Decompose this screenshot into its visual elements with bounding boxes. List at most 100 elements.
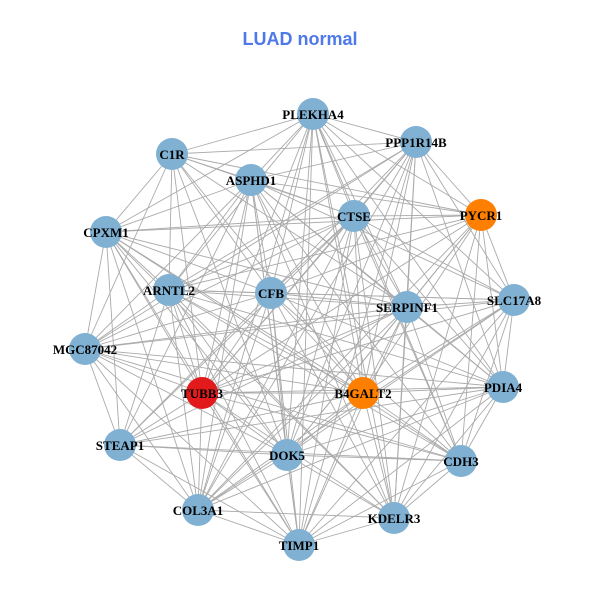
node-circle[interactable] xyxy=(283,529,315,561)
edge-ARNTL2-B4GALT2 xyxy=(168,289,364,394)
edge-SERPINF1-DOK5 xyxy=(286,306,408,456)
node-circle[interactable] xyxy=(182,494,214,526)
node-circle[interactable] xyxy=(90,216,122,248)
node-c1r[interactable]: C1R xyxy=(156,138,188,170)
edge-ARNTL2-TUBB3 xyxy=(168,289,203,394)
node-circle[interactable] xyxy=(186,377,218,409)
node-mgc87042[interactable]: MGC87042 xyxy=(53,333,117,365)
edge-C1R-MGC87042 xyxy=(84,153,173,350)
edge-KDELR3-TIMP1 xyxy=(298,517,395,546)
edge-SLC17A8-TUBB3 xyxy=(201,299,515,394)
node-circle[interactable] xyxy=(338,200,370,232)
edge-CPXM1-CDH3 xyxy=(105,231,462,462)
edge-TUBB3-CDH3 xyxy=(201,392,462,462)
edge-PYCR1-KDELR3 xyxy=(393,214,482,519)
node-circle[interactable] xyxy=(69,333,101,365)
node-cfb[interactable]: CFB xyxy=(255,277,287,309)
node-ctse[interactable]: CTSE xyxy=(337,200,371,232)
node-kdelr3[interactable]: KDELR3 xyxy=(368,502,421,534)
node-plekha4[interactable]: PLEKHA4 xyxy=(282,98,344,130)
node-label: CPXM1 xyxy=(83,225,129,240)
node-pdia4[interactable]: PDIA4 xyxy=(484,371,523,403)
node-circle[interactable] xyxy=(378,502,410,534)
node-tubb3[interactable]: TUBB3 xyxy=(181,377,223,409)
edge-MGC87042-COL3A1 xyxy=(84,348,199,511)
node-col3a1[interactable]: COL3A1 xyxy=(173,494,224,526)
node-circle[interactable] xyxy=(104,429,136,461)
edge-CFB-TIMP1 xyxy=(270,292,300,546)
node-slc17a8[interactable]: SLC17A8 xyxy=(487,284,542,316)
edge-CDH3-TIMP1 xyxy=(298,460,462,546)
node-steap1[interactable]: STEAP1 xyxy=(96,429,144,461)
node-circle[interactable] xyxy=(153,274,185,306)
edge-ARNTL2-SERPINF1 xyxy=(168,289,408,308)
node-circle[interactable] xyxy=(297,98,329,130)
edge-B4GALT2-DOK5 xyxy=(286,392,364,456)
edge-SLC17A8-CDH3 xyxy=(460,299,515,462)
edge-TUBB3-DOK5 xyxy=(201,392,288,456)
edge-C1R-SERPINF1 xyxy=(171,153,408,308)
edge-ARNTL2-STEAP1 xyxy=(119,289,170,446)
edge-CTSE-PDIA4 xyxy=(353,215,504,388)
node-label: PLEKHA4 xyxy=(282,107,344,122)
edge-PLEKHA4-CPXM1 xyxy=(105,113,314,233)
edge-SERPINF1-B4GALT2 xyxy=(362,306,408,394)
edge-CPXM1-TUBB3 xyxy=(105,231,203,394)
node-label: CTSE xyxy=(337,209,371,224)
node-arntl2[interactable]: ARNTL2 xyxy=(143,274,195,306)
edge-SERPINF1-KDELR3 xyxy=(393,306,408,519)
node-serpinf1[interactable]: SERPINF1 xyxy=(376,291,438,323)
edge-CTSE-MGC87042 xyxy=(84,215,355,350)
edge-CFB-SLC17A8 xyxy=(270,292,515,301)
edge-TUBB3-STEAP1 xyxy=(119,392,203,446)
edge-COL3A1-KDELR3 xyxy=(197,509,395,519)
edge-SLC17A8-MGC87042 xyxy=(84,299,515,350)
edge-PYCR1-CFB xyxy=(270,214,482,294)
node-asphd1[interactable]: ASPHD1 xyxy=(226,164,277,196)
node-circle[interactable] xyxy=(465,199,497,231)
edge-C1R-PYCR1 xyxy=(171,153,482,216)
node-circle[interactable] xyxy=(271,439,303,471)
node-pycr1[interactable]: PYCR1 xyxy=(460,199,503,231)
node-circle[interactable] xyxy=(498,284,530,316)
edge-PDIA4-TIMP1 xyxy=(298,386,504,546)
node-cdh3[interactable]: CDH3 xyxy=(443,445,479,477)
edge-PDIA4-COL3A1 xyxy=(197,386,504,511)
node-circle[interactable] xyxy=(400,126,432,158)
edge-SERPINF1-MGC87042 xyxy=(84,306,408,350)
edge-PYCR1-ARNTL2 xyxy=(168,214,482,291)
node-circle[interactable] xyxy=(347,377,379,409)
edge-PPP1R14B-PYCR1 xyxy=(415,141,482,216)
edge-layer xyxy=(84,113,515,546)
node-b4galt2[interactable]: B4GALT2 xyxy=(334,377,392,409)
edge-ASPHD1-CFB xyxy=(250,179,272,294)
edge-CTSE-SLC17A8 xyxy=(353,215,515,301)
edge-PLEKHA4-CDH3 xyxy=(312,113,462,462)
node-circle[interactable] xyxy=(235,164,267,196)
edge-PPP1R14B-ASPHD1 xyxy=(250,141,417,181)
node-ppp1r14b[interactable]: PPP1R14B xyxy=(385,126,447,158)
edge-C1R-TUBB3 xyxy=(171,153,203,394)
node-circle[interactable] xyxy=(391,291,423,323)
edge-ARNTL2-TIMP1 xyxy=(168,289,300,546)
edge-ASPHD1-SLC17A8 xyxy=(250,179,515,301)
node-circle[interactable] xyxy=(156,138,188,170)
edge-CFB-PDIA4 xyxy=(270,292,504,388)
node-cpxm1[interactable]: CPXM1 xyxy=(83,216,129,248)
edge-CTSE-ARNTL2 xyxy=(168,215,355,291)
edge-CTSE-CPXM1 xyxy=(105,215,355,233)
edge-CPXM1-SERPINF1 xyxy=(105,231,408,308)
edge-PLEKHA4-PPP1R14B xyxy=(312,113,417,143)
node-dok5[interactable]: DOK5 xyxy=(269,439,306,471)
edge-STEAP1-COL3A1 xyxy=(119,444,199,511)
edge-C1R-CPXM1 xyxy=(105,153,173,233)
edge-ASPHD1-PYCR1 xyxy=(250,179,482,216)
node-circle[interactable] xyxy=(487,371,519,403)
node-circle[interactable] xyxy=(255,277,287,309)
node-label: CFB xyxy=(258,286,284,301)
node-timp1[interactable]: TIMP1 xyxy=(279,529,319,561)
edge-CFB-KDELR3 xyxy=(270,292,395,519)
figure-title: LUAD normal xyxy=(242,29,358,49)
node-circle[interactable] xyxy=(445,445,477,477)
